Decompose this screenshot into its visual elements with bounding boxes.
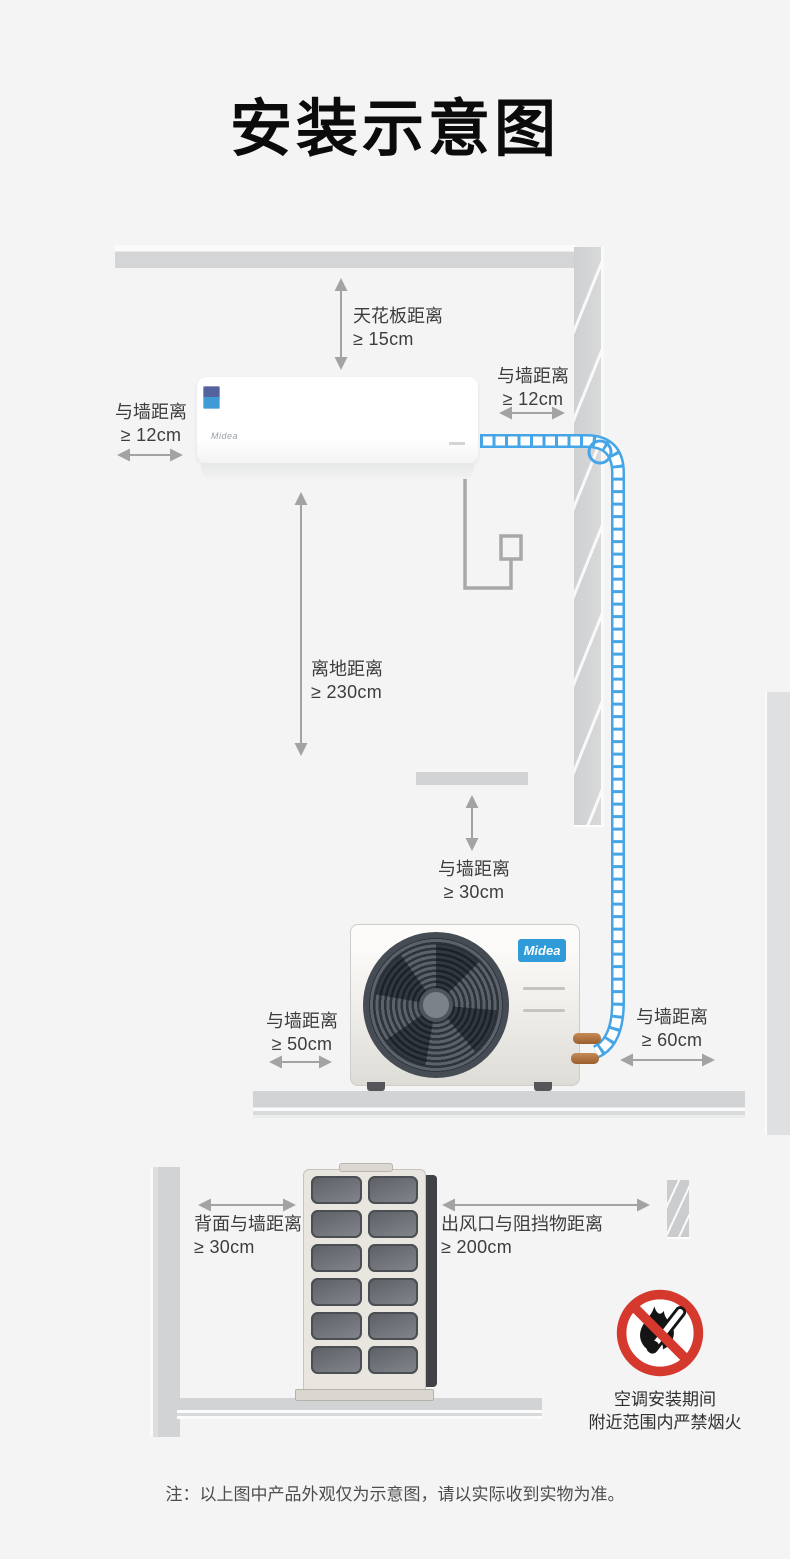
grille-slot [367, 1244, 418, 1272]
grille-slot [367, 1210, 418, 1238]
grille-slot [367, 1346, 418, 1374]
grille-slot [311, 1278, 362, 1306]
right-wall [574, 247, 604, 827]
power-cord [463, 479, 523, 590]
no-fire-sign [616, 1289, 704, 1377]
vent-slit [523, 1009, 565, 1012]
ceiling [115, 245, 577, 268]
outdoor-unit-top-view [295, 1163, 439, 1403]
grille-slot [367, 1176, 418, 1204]
grille-slot [311, 1210, 362, 1238]
measurement-arrows [117, 278, 715, 1212]
grille-slot [367, 1278, 418, 1306]
outdoor-unit-foot [367, 1082, 385, 1091]
vent-slit [523, 987, 565, 990]
top-view-base [295, 1389, 434, 1401]
fire-warning-text: 空调安装期间 附近范围内严禁烟火 [588, 1390, 742, 1432]
refrigerant-pipe [480, 434, 625, 1059]
grille-slot [367, 1312, 418, 1340]
ceiling-distance-label: 天花板距离 ≥ 15cm [353, 306, 443, 349]
footnote: 注：以上图中产品外观仅为示意图，请以实际收到实物为准。 [165, 1485, 625, 1504]
grille-slot [311, 1244, 362, 1272]
indoor-unit [197, 377, 478, 464]
indoor-unit-flap [201, 463, 474, 479]
outdoor-floor [253, 1091, 745, 1118]
top-view-grille [311, 1176, 418, 1374]
outdoor-wall-right-label: 与墙距离 ≥ 60cm [636, 1007, 708, 1050]
energy-label-badge [203, 386, 220, 409]
power-outlet [499, 534, 523, 561]
indoor-model-mark [449, 442, 465, 445]
far-right-wall [765, 692, 790, 1135]
indoor-brand-logo: Midea [211, 431, 239, 441]
ground-clearance-label: 离地距离 ≥ 230cm [311, 659, 383, 702]
back-to-wall-label: 背面与墙距离 ≥ 30cm [194, 1214, 302, 1257]
obstacle-wall [667, 1180, 689, 1239]
outdoor-unit: Midea [350, 924, 601, 1091]
bottom-left-wall [150, 1167, 180, 1437]
top-view-handle [339, 1163, 393, 1172]
outdoor-unit-foot [534, 1082, 552, 1091]
indoor-wall-right-label: 与墙距离 ≥ 12cm [497, 366, 569, 409]
grille-slot [311, 1312, 362, 1340]
grille-slot [311, 1346, 362, 1374]
prohibition-slash-icon [628, 1301, 692, 1365]
match-icon [646, 1306, 687, 1354]
pipe-fitting [571, 1053, 599, 1064]
outdoor-wall-top-label: 与墙距离 ≥ 30cm [438, 859, 510, 902]
fan-hub-icon [419, 988, 453, 1022]
overhang-wall [416, 768, 528, 785]
pipe-fitting [573, 1033, 601, 1044]
grille-slot [311, 1176, 362, 1204]
outdoor-wall-left-label: 与墙距离 ≥ 50cm [266, 1011, 338, 1054]
outlet-to-obstacle-label: 出风口与阻挡物距离 ≥ 200cm [441, 1214, 603, 1257]
page-title: 安装示意图 [229, 95, 560, 164]
bottom-floor [177, 1398, 542, 1419]
indoor-wall-left-label: 与墙距离 ≥ 12cm [115, 402, 187, 445]
outdoor-brand-logo: Midea [518, 939, 566, 962]
outdoor-fan [363, 932, 509, 1078]
